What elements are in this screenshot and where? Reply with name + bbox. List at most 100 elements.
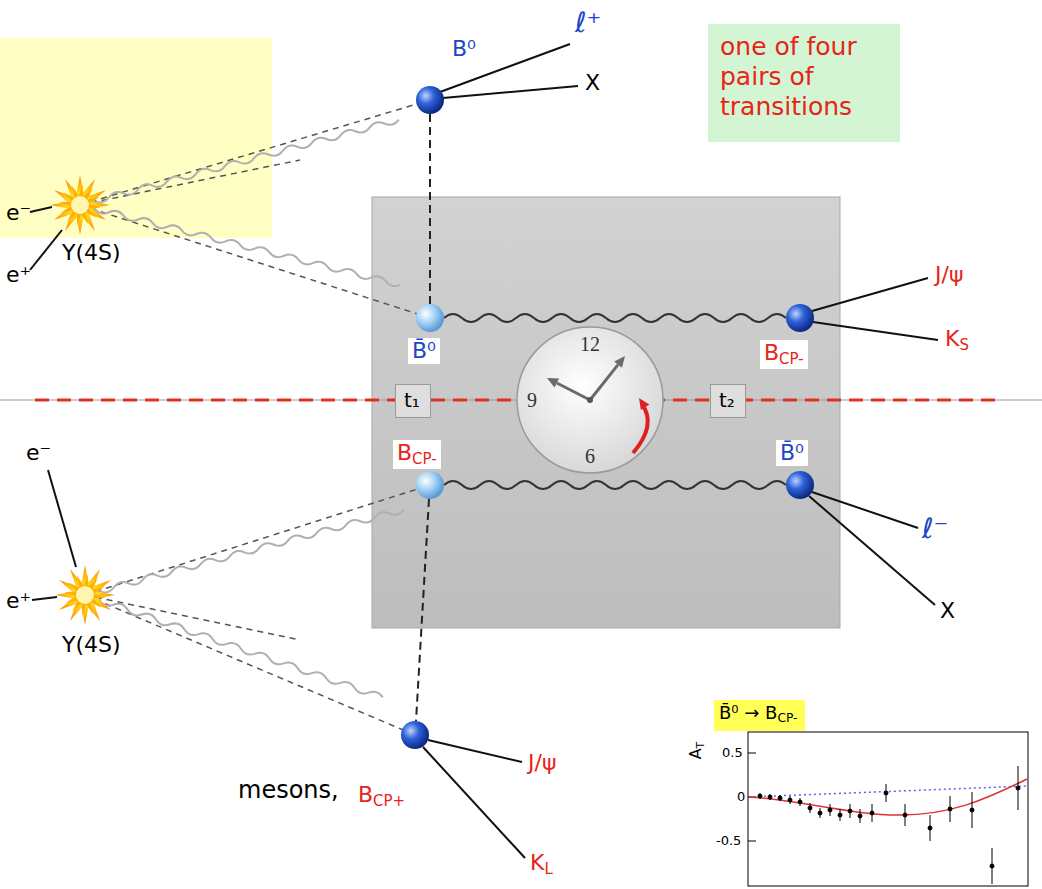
time-box: t₂ (710, 384, 746, 418)
clock-number: 6 (585, 444, 595, 468)
decay-product: KL (530, 850, 553, 879)
plot-frame (748, 732, 1028, 886)
beam-line (32, 597, 57, 600)
node-text: B̄⁰ → BCP- (719, 702, 798, 726)
data-point (808, 806, 812, 810)
reference-line (749, 786, 1027, 797)
beam-label: e⁺ (6, 262, 31, 288)
beam-line (30, 230, 62, 270)
data-point (788, 798, 792, 802)
subscript: T (694, 742, 707, 749)
meson-ball (416, 86, 444, 114)
subscript: S (959, 336, 969, 354)
star-burst (56, 181, 103, 228)
axis-tick (748, 753, 756, 754)
meson-ball (416, 304, 444, 332)
star-burst (50, 175, 110, 235)
data-point (768, 795, 772, 799)
dashed-path (85, 485, 430, 595)
beam-line (48, 470, 76, 567)
subscript: CP- (777, 711, 797, 725)
data-point (990, 864, 994, 868)
oscillation-wave (444, 481, 786, 489)
dashed-path (80, 100, 430, 205)
resonance-label: Υ(4S) (62, 632, 121, 658)
data-point (884, 791, 888, 795)
meson-label: B̄⁰ (776, 440, 808, 466)
tick-label: 0 (737, 789, 745, 805)
data-point (858, 814, 862, 818)
note-box: one of four pairs of transitions (708, 24, 900, 132)
fit-curve (749, 779, 1027, 815)
axis-title: AT (686, 742, 707, 760)
time-box: t₁ (395, 384, 431, 418)
wavy-path (84, 507, 404, 598)
clock-hand (557, 383, 590, 400)
clock-hand-head (614, 356, 625, 368)
beam-line (30, 207, 52, 212)
particle-label: X (940, 598, 955, 624)
node-text: t₁ (404, 388, 420, 412)
data-point (928, 826, 932, 830)
decay-line (809, 496, 935, 605)
star-core (71, 196, 89, 214)
time-arrow-head (639, 398, 649, 410)
plot-label: B̄⁰ → BCP- (714, 700, 805, 731)
wavy-path (79, 202, 401, 288)
star-core (76, 586, 94, 604)
meson-ball (786, 471, 814, 499)
meson-ball (416, 471, 444, 499)
decay-line (812, 278, 928, 311)
resonance-label: Υ(4S) (62, 240, 121, 266)
decay-line (813, 322, 938, 340)
tag-link (416, 499, 429, 721)
axis-tick (748, 841, 756, 842)
data-point (828, 808, 832, 812)
collision-star (55, 565, 115, 625)
tick-label: 0.5 (722, 745, 743, 761)
clock-pivot (587, 397, 593, 403)
data-point (818, 811, 822, 815)
clock-hand-head (547, 378, 559, 388)
collision-star (50, 175, 110, 235)
data-point (1016, 786, 1020, 790)
decay-line (428, 740, 522, 762)
beam-label: e⁻ (6, 200, 31, 226)
oscillation-wave (444, 314, 786, 322)
data-point (798, 800, 802, 804)
node-text: one of four pairs of transitions (720, 32, 888, 122)
star-burst (55, 565, 115, 625)
node-text: t₂ (719, 388, 735, 412)
decay-line (423, 747, 525, 858)
wavy-path (79, 117, 399, 208)
data-point (778, 796, 782, 800)
data-point (970, 808, 974, 812)
lepton-label: ℓ⁺ (575, 6, 601, 40)
subscript: L (544, 860, 552, 878)
star-burst (61, 571, 108, 618)
dashed-path (80, 205, 430, 318)
time-arrow (633, 404, 648, 453)
meson-label: B⁰ (452, 36, 476, 62)
particle-label: X (585, 70, 600, 96)
beam-label: e⁺ (6, 588, 31, 614)
clock-hand (590, 365, 618, 400)
clock-circle (517, 327, 663, 473)
wavy-path (84, 592, 384, 700)
subscript: CP- (412, 450, 437, 468)
decay-line (443, 86, 578, 98)
subscript: CP+ (373, 792, 405, 810)
dashed-path (80, 160, 300, 205)
data-point (758, 794, 762, 798)
decay-product: KS (945, 326, 969, 355)
cp-state-label: BCP+ (358, 782, 405, 811)
tag-link (429, 114, 431, 304)
lepton-label: ℓ⁻ (922, 512, 948, 546)
tick-label: -0.5 (716, 833, 741, 849)
meson-ball (786, 304, 814, 332)
decay-line (812, 492, 918, 528)
note-panel (0, 38, 272, 238)
grey-panel (372, 197, 840, 628)
